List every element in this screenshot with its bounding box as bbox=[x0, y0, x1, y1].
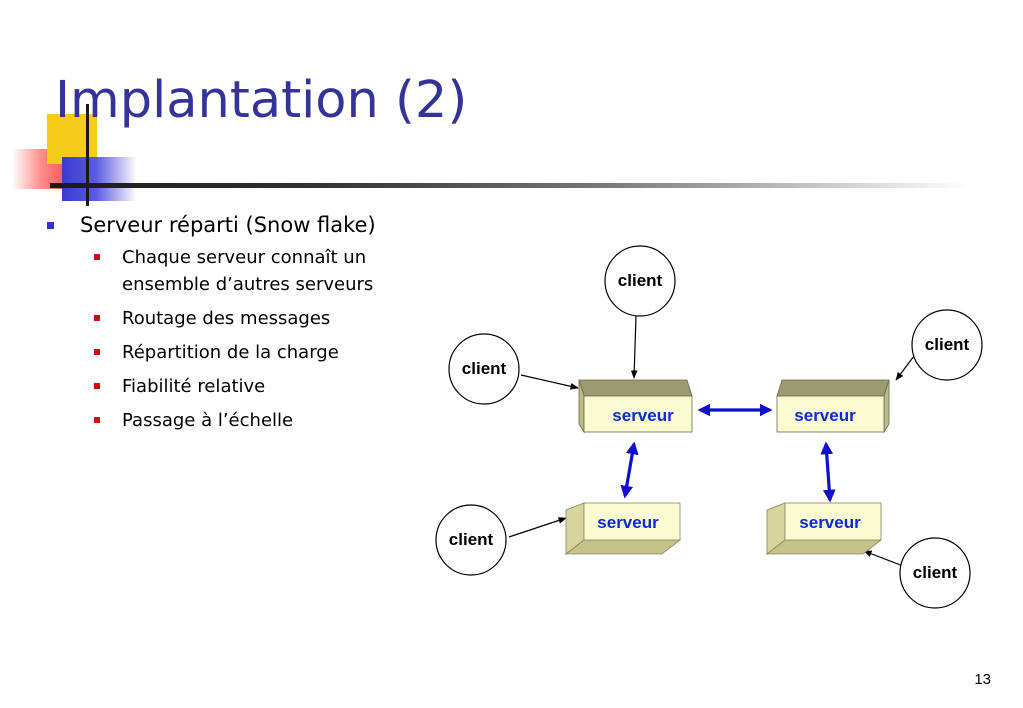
sub-bullet-marker bbox=[94, 315, 100, 321]
client-label: client bbox=[449, 530, 494, 549]
client-node: client bbox=[911, 309, 983, 381]
client-label: client bbox=[925, 335, 970, 354]
client-node: client bbox=[448, 333, 520, 405]
client-node: client bbox=[435, 504, 507, 576]
server-link-arrow bbox=[820, 441, 836, 503]
bullet-main-text: Serveur réparti (Snow flake) bbox=[80, 213, 376, 237]
sub-bullet-text: Fiabilité relative bbox=[122, 376, 266, 397]
server-node: serveur bbox=[564, 502, 682, 555]
decor-blue-square bbox=[62, 157, 137, 201]
sub-bullet-marker bbox=[94, 254, 100, 260]
server-node: serveur bbox=[578, 379, 693, 434]
client-label: client bbox=[618, 271, 663, 290]
server-label: serveur bbox=[612, 406, 674, 425]
server-label: serveur bbox=[597, 513, 659, 532]
client-node: client bbox=[899, 537, 971, 609]
page-number: 13 bbox=[974, 671, 991, 688]
title-underline bbox=[50, 183, 970, 188]
sub-bullet: Chaque serveur connaît un ensemble d’aut… bbox=[92, 244, 424, 298]
slide-title: Implantation (2) bbox=[55, 71, 468, 130]
sub-bullet: Fiabilité relative bbox=[92, 373, 424, 400]
client-link-arrow bbox=[630, 315, 638, 379]
sub-bullet-text: Chaque serveur connaît un bbox=[122, 247, 367, 268]
server-label: serveur bbox=[799, 513, 861, 532]
sub-bullet-marker bbox=[94, 417, 100, 423]
client-link-arrow bbox=[895, 355, 915, 381]
sub-bullet-marker bbox=[94, 383, 100, 389]
sub-bullet-text: Routage des messages bbox=[122, 308, 331, 329]
bullet-list: Serveur réparti (Snow flake) Chaque serv… bbox=[44, 206, 424, 441]
sub-bullet-text: Répartition de la charge bbox=[122, 342, 339, 363]
decor-vertical-line bbox=[86, 104, 89, 206]
sub-bullet: Passage à l’échelle bbox=[92, 407, 424, 434]
client-label: client bbox=[462, 359, 507, 378]
bullet-main: Serveur réparti (Snow flake) bbox=[44, 206, 424, 244]
bullet-marker bbox=[47, 222, 54, 229]
server-node: serveur bbox=[776, 379, 890, 434]
sub-bullet: Répartition de la charge bbox=[92, 339, 424, 366]
sub-bullet: Routage des messages bbox=[92, 305, 424, 332]
server-link-arrow bbox=[620, 441, 639, 499]
sub-bullet-text: ensemble d’autres serveurs bbox=[122, 274, 374, 295]
sub-bullet-text: Passage à l’échelle bbox=[122, 410, 294, 431]
client-link-arrow bbox=[520, 374, 579, 390]
server-node: serveur bbox=[765, 502, 883, 555]
client-link-arrow bbox=[863, 550, 904, 567]
server-label: serveur bbox=[794, 406, 856, 425]
client-link-arrow bbox=[508, 517, 567, 538]
sub-bullet-marker bbox=[94, 349, 100, 355]
client-node: client bbox=[604, 245, 676, 317]
client-label: client bbox=[913, 563, 958, 582]
